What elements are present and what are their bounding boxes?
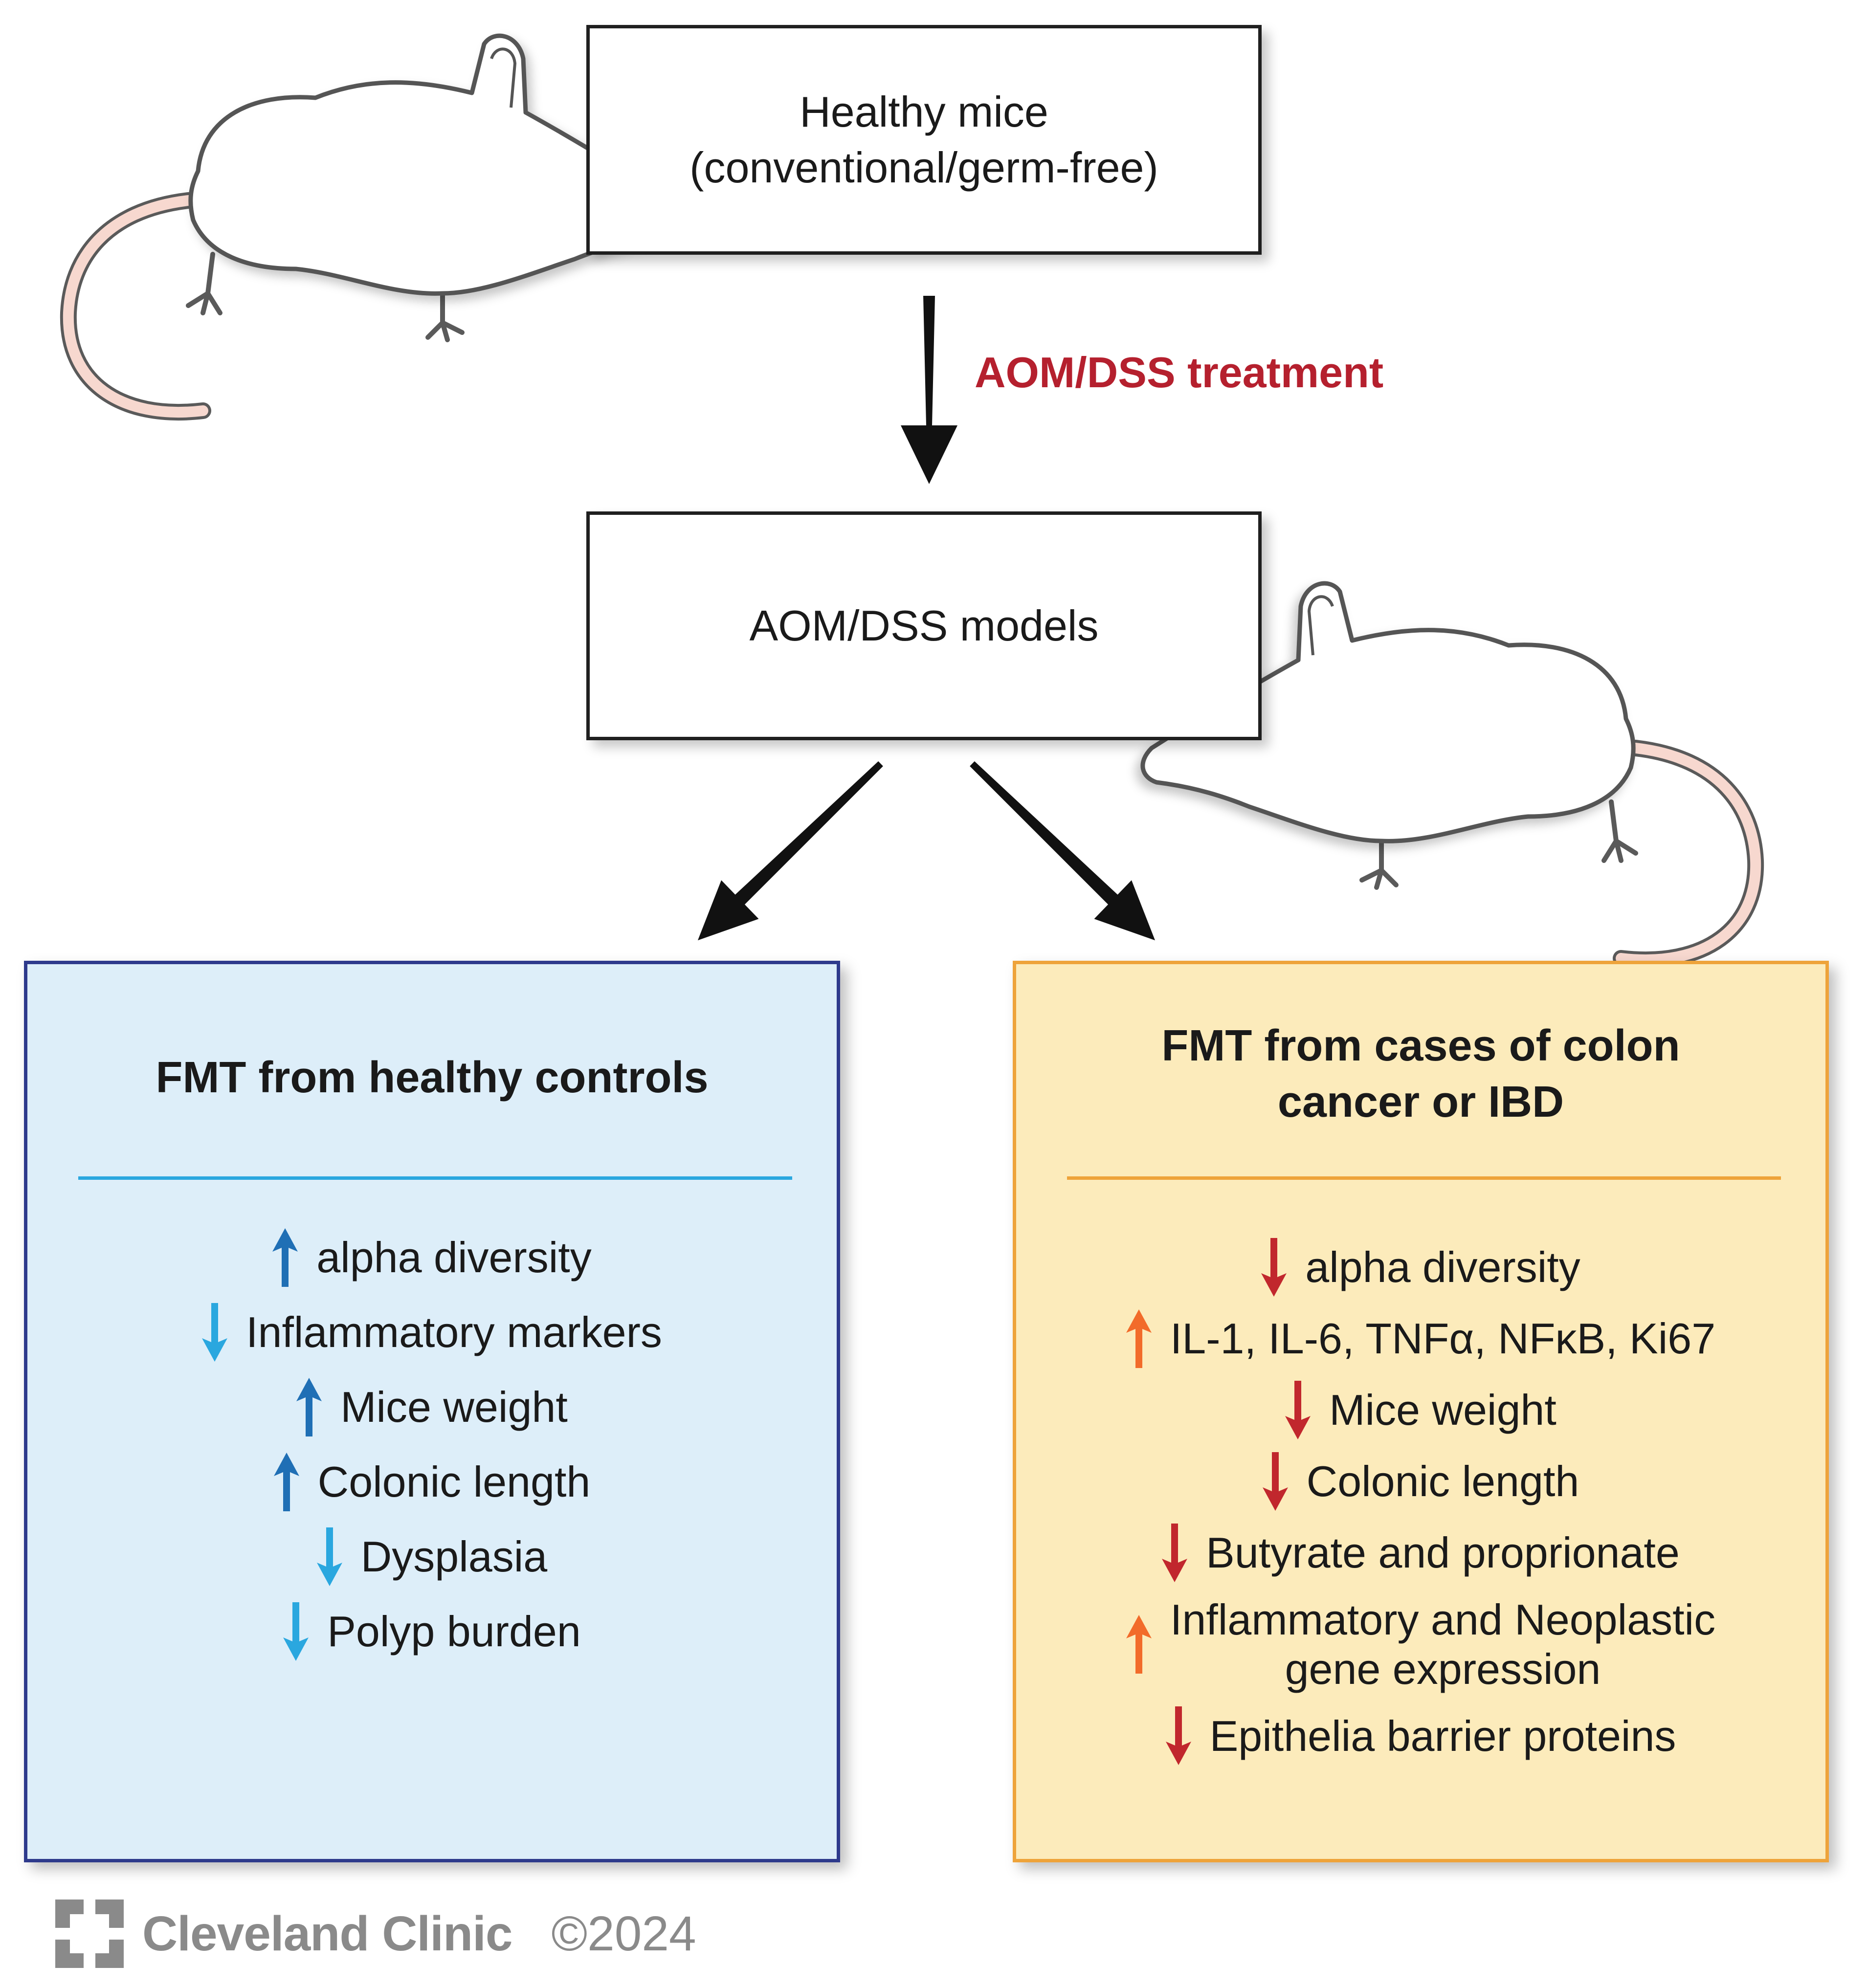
panel-colon-cancer-ibd: FMT from cases of colon cancer or IBD al… bbox=[1013, 961, 1829, 1862]
healthy-mice-label: Healthy mice bbox=[800, 87, 1048, 136]
effect-text-line: Inflammatory and Neoplastic bbox=[1170, 1595, 1716, 1644]
effect-item: Colonic length bbox=[1016, 1452, 1825, 1511]
arrow-up-icon bbox=[1126, 1309, 1152, 1368]
arrow-up-icon bbox=[296, 1378, 322, 1436]
treatment-label: AOM/DSS treatment bbox=[975, 348, 1384, 397]
effect-text: Epithelia barrier proteins bbox=[1210, 1711, 1676, 1761]
effect-item: Dysplasia bbox=[27, 1527, 837, 1586]
arrow-up-icon bbox=[273, 1453, 299, 1511]
effect-item: Epithelia barrier proteins bbox=[1016, 1706, 1825, 1766]
panel-title-healthy-controls: FMT from healthy controls bbox=[27, 1050, 837, 1106]
effect-text-line: IL-1, IL-6, TNFα, NFκB, Ki67 bbox=[1170, 1314, 1716, 1363]
arrow-down-icon bbox=[1285, 1381, 1311, 1439]
effect-item: Polyp burden bbox=[27, 1602, 837, 1661]
aom-dss-models-label: AOM/DSS models bbox=[749, 601, 1099, 650]
arrow-down-icon bbox=[316, 1527, 342, 1586]
effect-item: Butyrate and proprionate bbox=[1016, 1524, 1825, 1582]
effect-text-line: Inflammatory markers bbox=[246, 1308, 662, 1357]
arrow-down-icon bbox=[1262, 1452, 1288, 1511]
arrow-up-icon bbox=[272, 1228, 298, 1287]
effect-item: IL-1, IL-6, TNFα, NFκB, Ki67 bbox=[1016, 1309, 1825, 1368]
effect-text-line: Colonic length bbox=[1306, 1457, 1579, 1506]
arrow-down-icon bbox=[1165, 1706, 1191, 1766]
effect-text-line: gene expression bbox=[1285, 1645, 1601, 1694]
effect-text: IL-1, IL-6, TNFα, NFκB, Ki67 bbox=[1170, 1314, 1715, 1363]
effect-text-line: Dysplasia bbox=[360, 1532, 548, 1581]
panel-title-colon-cancer-ibd: FMT from cases of colon cancer or IBD bbox=[1016, 1018, 1825, 1130]
arrow-to-left-panel bbox=[697, 761, 883, 941]
effect-item: alpha diversity bbox=[1016, 1238, 1825, 1297]
arrow-down-icon bbox=[283, 1602, 309, 1661]
arrow-down-treatment bbox=[901, 296, 957, 484]
healthy-mice-sublabel: (conventional/germ-free) bbox=[689, 143, 1158, 192]
effect-text: Inflammatory markers bbox=[246, 1307, 662, 1357]
aom-dss-models-box: AOM/DSS models bbox=[586, 511, 1262, 740]
panel-divider bbox=[78, 1176, 792, 1180]
arrow-up-icon bbox=[1126, 1615, 1152, 1674]
effect-item: Colonic length bbox=[27, 1453, 837, 1511]
panel-title-line1: FMT from cases of colon bbox=[1161, 1021, 1680, 1070]
healthy-mice-box: Healthy mice (conventional/germ-free) bbox=[586, 25, 1262, 255]
panel-healthy-controls: FMT from healthy controls alpha diversit… bbox=[24, 961, 840, 1862]
effect-text: alpha diversity bbox=[1305, 1242, 1580, 1292]
copyright: ©2024 bbox=[551, 1906, 696, 1961]
effect-item: alpha diversity bbox=[27, 1228, 837, 1287]
arrow-down-icon bbox=[1261, 1238, 1287, 1297]
effect-text-line: Butyrate and proprionate bbox=[1206, 1528, 1680, 1577]
effect-text-line: Polyp burden bbox=[327, 1607, 581, 1656]
effect-item: Mice weight bbox=[1016, 1381, 1825, 1439]
effect-text: Butyrate and proprionate bbox=[1206, 1528, 1680, 1577]
effect-text: Mice weight bbox=[340, 1382, 568, 1432]
effect-text: Dysplasia bbox=[361, 1532, 547, 1581]
effect-item: Mice weight bbox=[27, 1378, 837, 1436]
effect-text: alpha diversity bbox=[316, 1233, 592, 1282]
arrow-down-icon bbox=[202, 1303, 228, 1362]
arrow-to-right-panel bbox=[970, 761, 1156, 941]
arrow-down-icon bbox=[1162, 1524, 1188, 1582]
brand-name: Cleveland Clinic bbox=[142, 1906, 512, 1961]
panel-divider bbox=[1067, 1176, 1781, 1180]
effect-text-line: Mice weight bbox=[1329, 1386, 1557, 1435]
effect-text: Colonic length bbox=[318, 1457, 591, 1506]
effect-text-line: alpha diversity bbox=[1305, 1243, 1580, 1292]
effect-text-line: alpha diversity bbox=[316, 1233, 592, 1282]
effect-text: Mice weight bbox=[1329, 1385, 1557, 1435]
panel-title-line2: cancer or IBD bbox=[1277, 1078, 1564, 1127]
effect-item: Inflammatory markers bbox=[27, 1303, 837, 1362]
cleveland-clinic-logo-icon bbox=[55, 1900, 124, 1968]
effect-text-line: Mice weight bbox=[340, 1383, 568, 1432]
panel-title-text: FMT from healthy controls bbox=[156, 1053, 709, 1102]
footer: Cleveland Clinic ©2024 bbox=[55, 1897, 696, 1970]
effect-text-line: Colonic length bbox=[317, 1458, 591, 1506]
effect-text: Polyp burden bbox=[327, 1607, 581, 1656]
effect-text-line: Epithelia barrier proteins bbox=[1209, 1711, 1676, 1760]
effect-text: Colonic length bbox=[1307, 1457, 1579, 1506]
